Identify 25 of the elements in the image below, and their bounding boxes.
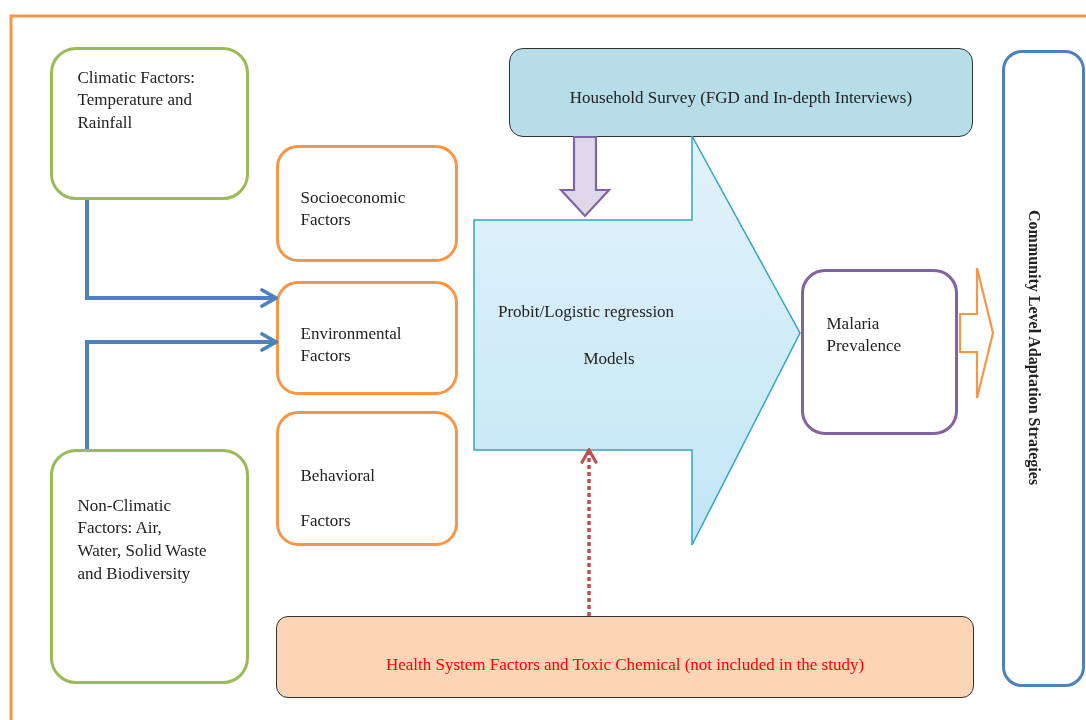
factor-box [276,281,458,395]
arrow [85,332,278,449]
outcome-box [801,269,958,435]
excluded-factors-box [276,616,974,698]
node-label: Probit/Logistic regression [498,301,676,323]
factor-box [50,449,249,684]
node-label: Behavioral Factors [300,464,377,533]
node-label: Environmental Factors [300,322,403,368]
block-arrow [958,266,995,400]
strategy-box [1002,50,1085,687]
node-label: Non-Climatic Factors: Air, Water, Solid Waste and Biodiversity [77,494,208,586]
node-label: Health System Factors and Toxic Chemical (not included in the study) [384,654,866,676]
factor-box [50,47,249,200]
factor-box [276,145,458,262]
node-label: Community Level Adaptation Strategies [1024,209,1045,485]
block-arrow [558,135,612,218]
node-label: Malaria Prevalence [826,312,903,358]
survey-box [509,48,973,137]
arrow [580,448,598,616]
factor-box [276,411,458,546]
node-label: Socioeconomic Factors [300,186,407,232]
node-label: Household Survey (FGD and In-depth Interviews) [568,87,914,109]
node-label: Climatic Factors: Temperature and Rainfall [77,66,197,135]
node-label: Models [582,348,636,370]
arrow [85,200,278,308]
